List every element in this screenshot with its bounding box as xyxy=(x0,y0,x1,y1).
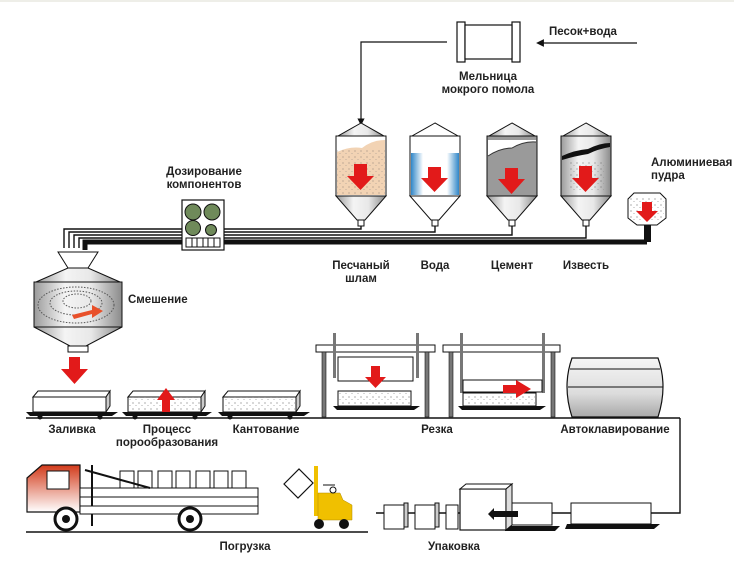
truck-icon xyxy=(26,464,259,532)
autoclaving-label: Автоклавирование xyxy=(560,424,669,436)
autoclave-icon xyxy=(566,357,664,418)
tilting-label: Кантование xyxy=(233,424,300,436)
packing-label: Упаковка xyxy=(428,541,481,553)
silo-lime xyxy=(559,122,613,227)
red-arrow-icon xyxy=(365,366,386,388)
mixing-label: Смешение xyxy=(128,294,188,306)
doser-icon xyxy=(181,199,225,251)
mill-to-silo-line xyxy=(357,41,447,126)
silo-lime-label: Известь xyxy=(563,260,609,272)
silo-sand-label-line1: Песчаный xyxy=(332,260,390,272)
aluminum-label-line2: пудра xyxy=(651,170,685,182)
mill-label-line1: Мельница xyxy=(459,71,518,83)
foaming-label-line1: Процесс xyxy=(143,424,192,436)
cutting-label: Резка xyxy=(421,424,453,436)
dosing-label-line1: Дозирование xyxy=(166,166,242,178)
red-arrow-icon xyxy=(421,167,448,192)
loading-label: Погрузка xyxy=(219,541,271,553)
red-arrow-icon xyxy=(347,164,374,190)
red-arrow-icon xyxy=(572,166,599,192)
silo-cement xyxy=(485,122,539,227)
mold-cart-pouring xyxy=(26,389,118,420)
silo-water xyxy=(408,122,462,227)
red-arrow-icon xyxy=(503,380,531,398)
mold-cart-foaming xyxy=(122,388,212,420)
mill-label-line2: мокрого помола xyxy=(442,84,535,96)
aluminum-powder-hopper xyxy=(627,192,667,242)
silo-sand-label-line2: шлам xyxy=(345,273,377,285)
aluminum-label-line1: Алюминиевая xyxy=(651,157,732,169)
silo-cement-label: Цемент xyxy=(491,260,534,272)
feed-pipes xyxy=(63,226,647,250)
cutting-frame-icon xyxy=(315,333,436,418)
forklift-icon xyxy=(283,466,353,529)
mixer-icon xyxy=(33,251,123,353)
silo-sand xyxy=(334,122,388,227)
red-arrow-icon xyxy=(498,168,525,194)
silo-water-label: Вода xyxy=(421,260,450,272)
red-arrow-icon xyxy=(636,202,658,222)
cutting-frame-icon-2 xyxy=(442,333,561,418)
mill-icon xyxy=(456,21,521,63)
mold-cart-tilting xyxy=(218,389,310,420)
package-icon xyxy=(383,482,660,532)
sand-water-input-label: Песок+вода xyxy=(549,26,617,38)
red-arrow-icon xyxy=(61,357,88,384)
red-arrow-icon xyxy=(157,388,175,412)
dosing-label-line2: компонентов xyxy=(167,179,242,191)
foaming-label-line2: порообразования xyxy=(116,437,218,449)
pouring-label: Заливка xyxy=(48,424,96,436)
